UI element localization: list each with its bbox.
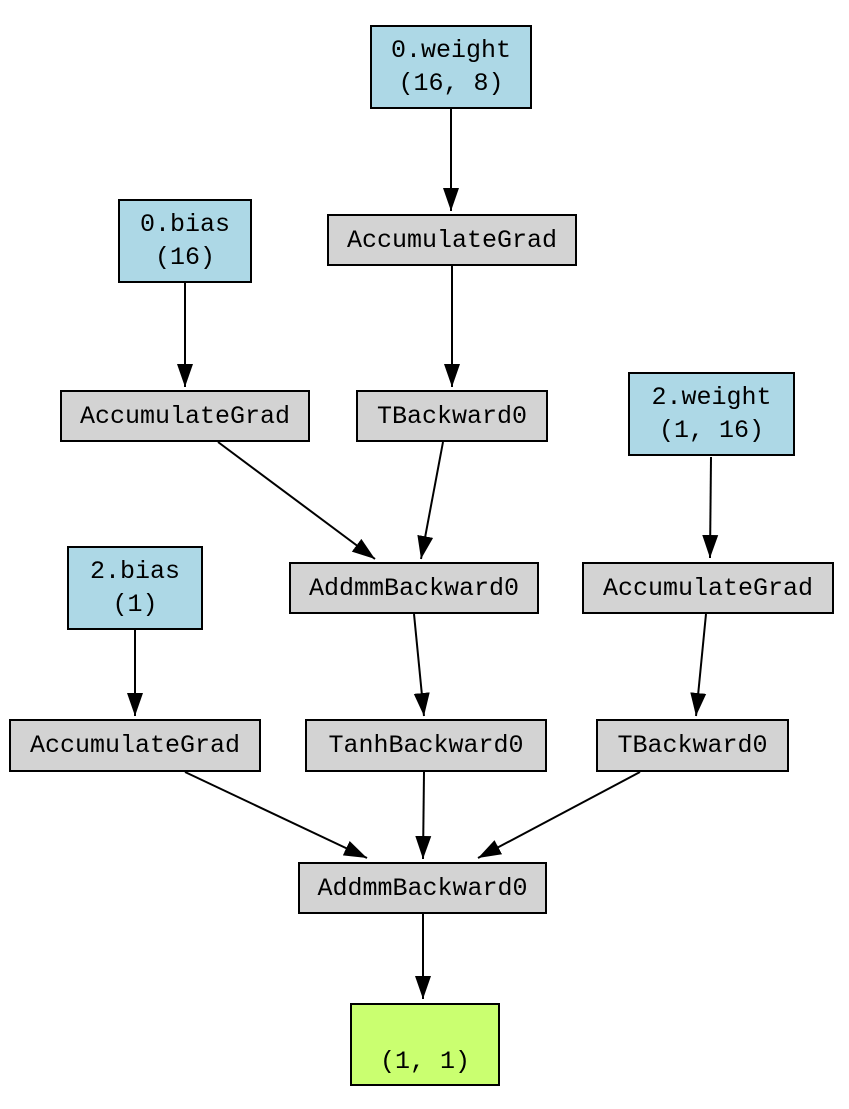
node-accumulategrad-2-weight: AccumulateGrad: [582, 562, 834, 614]
edge-weight2-accgrad: [702, 456, 719, 559]
edge-accgrad-addmm0: [217, 441, 376, 560]
node-0-weight-name: 0.weight: [390, 36, 512, 65]
node-2-bias-name: 2.bias: [89, 557, 180, 586]
node-tbackward0-layer2: TBackward0: [596, 719, 789, 772]
node-0-bias: 0.bias (16): [118, 199, 252, 283]
edge-accgrad-tbackward2: [690, 613, 707, 717]
node-label: AccumulateGrad: [346, 225, 558, 255]
node-0-weight: 0.weight (16, 8): [370, 25, 532, 109]
node-addmmbackward0-layer2: AddmmBackward0: [298, 862, 547, 914]
node-2-weight: 2.weight (1, 16): [628, 372, 795, 456]
edge-tbackward0-addmm0: [417, 441, 444, 560]
node-output-tensor: (1, 1): [350, 1003, 500, 1086]
node-label: AccumulateGrad: [79, 401, 291, 431]
node-tanhbackward0: TanhBackward0: [305, 719, 547, 772]
node-label: TBackward0: [376, 401, 528, 431]
node-label: AddmmBackward0: [317, 873, 528, 903]
node-label: AccumulateGrad: [602, 573, 814, 603]
edge-tanh-addmm2: [415, 771, 432, 860]
node-label: AccumulateGrad: [29, 731, 241, 760]
node-tbackward0-layer0: TBackward0: [356, 390, 548, 442]
node-0-bias-name: 0.bias: [139, 210, 230, 239]
node-0-bias-shape: (16): [154, 243, 215, 272]
node-label: TanhBackward0: [328, 731, 524, 760]
node-output-shape: (1, 1): [379, 1046, 470, 1076]
edge-tbackward2-addmm2: [477, 771, 641, 859]
node-label: AddmmBackward0: [308, 573, 520, 603]
edge-accgrad2-addmm2: [184, 771, 368, 859]
node-0-weight-shape: (16, 8): [398, 69, 504, 98]
node-2-weight-shape: (1, 16): [658, 416, 765, 445]
node-addmmbackward0-layer0: AddmmBackward0: [289, 562, 539, 614]
edge-addmm0-tanh: [413, 613, 430, 717]
node-2-bias: 2.bias (1): [67, 546, 203, 630]
node-2-weight-name: 2.weight: [651, 383, 772, 412]
node-accumulategrad-2-bias: AccumulateGrad: [9, 719, 261, 772]
node-label: TBackward0: [617, 731, 768, 760]
node-2-bias-shape: (1): [112, 590, 158, 619]
node-accumulategrad-0-bias: AccumulateGrad: [60, 390, 310, 442]
node-accumulategrad-0-weight: AccumulateGrad: [327, 214, 577, 266]
